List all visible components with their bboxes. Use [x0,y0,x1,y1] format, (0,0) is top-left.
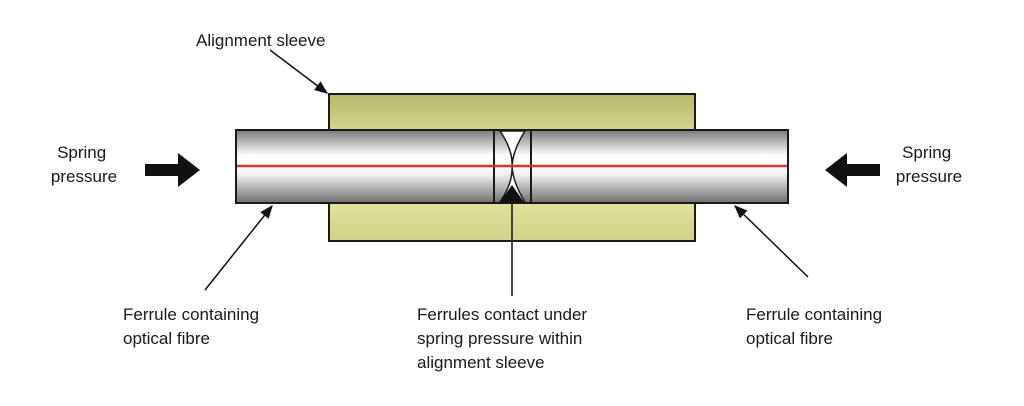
sleeve-pointer-arrow [269,49,329,94]
left-ferrule-pointer-arrow [204,204,273,291]
left-spring-arrow-icon [145,153,200,187]
right-spring-arrow-icon [825,153,880,187]
contact-label: Ferrules contact under spring pressure w… [417,305,592,372]
spring-pressure-left-label: Spring pressure [51,143,117,186]
ferrule-left-label: Ferrule containing optical fibre [123,305,264,348]
ferrule-right-label: Ferrule containing optical fibre [746,305,887,348]
right-ferrule-pointer-arrow [734,205,809,278]
spring-pressure-right-label: Spring pressure [896,143,962,186]
alignment-sleeve-label: Alignment sleeve [196,31,325,50]
